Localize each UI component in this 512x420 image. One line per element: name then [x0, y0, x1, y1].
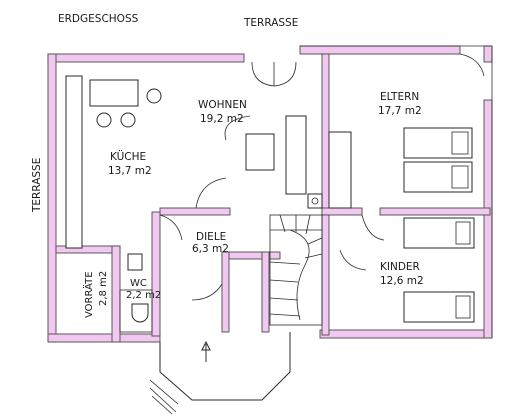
room-area-vorraete: 2,8 m2: [98, 271, 109, 306]
beds-kinder: [403, 217, 475, 323]
room-name-kinder: KINDER: [380, 261, 420, 273]
beds-eltern: [403, 127, 473, 193]
wardrobe: [328, 131, 352, 209]
doors: [159, 53, 485, 301]
room-area-wc: 2,2 m2: [126, 290, 161, 301]
terrace-top-label: TERRASSE: [243, 17, 298, 29]
room-name-wohnen: WOHNEN: [198, 99, 247, 111]
terrace-outline: [300, 45, 493, 338]
room-name-wc: WC: [130, 278, 147, 289]
room-name-kueche: KÜCHE: [110, 150, 146, 163]
entrance: [149, 332, 291, 415]
room-area-kinder: 12,6 m2: [380, 275, 424, 287]
terrace-left-label: TERRASSE: [31, 158, 43, 213]
room-area-kueche: 13,7 m2: [108, 165, 152, 177]
room-area-eltern: 17,7 m2: [378, 105, 422, 117]
room-name-eltern: ELTERN: [380, 91, 419, 103]
room-name-vorraete: VORRÄTE: [82, 271, 95, 318]
wc-fixtures: [119, 253, 153, 333]
room-area-diele: 6,3 m2: [192, 243, 229, 255]
staircase: [269, 214, 323, 326]
room-area-wohnen: 19,2 m2: [200, 113, 244, 125]
floor-title: ERDGESCHOSS: [58, 13, 139, 25]
kitchen-furniture: [65, 75, 323, 249]
room-name-diele: DIELE: [196, 231, 226, 243]
